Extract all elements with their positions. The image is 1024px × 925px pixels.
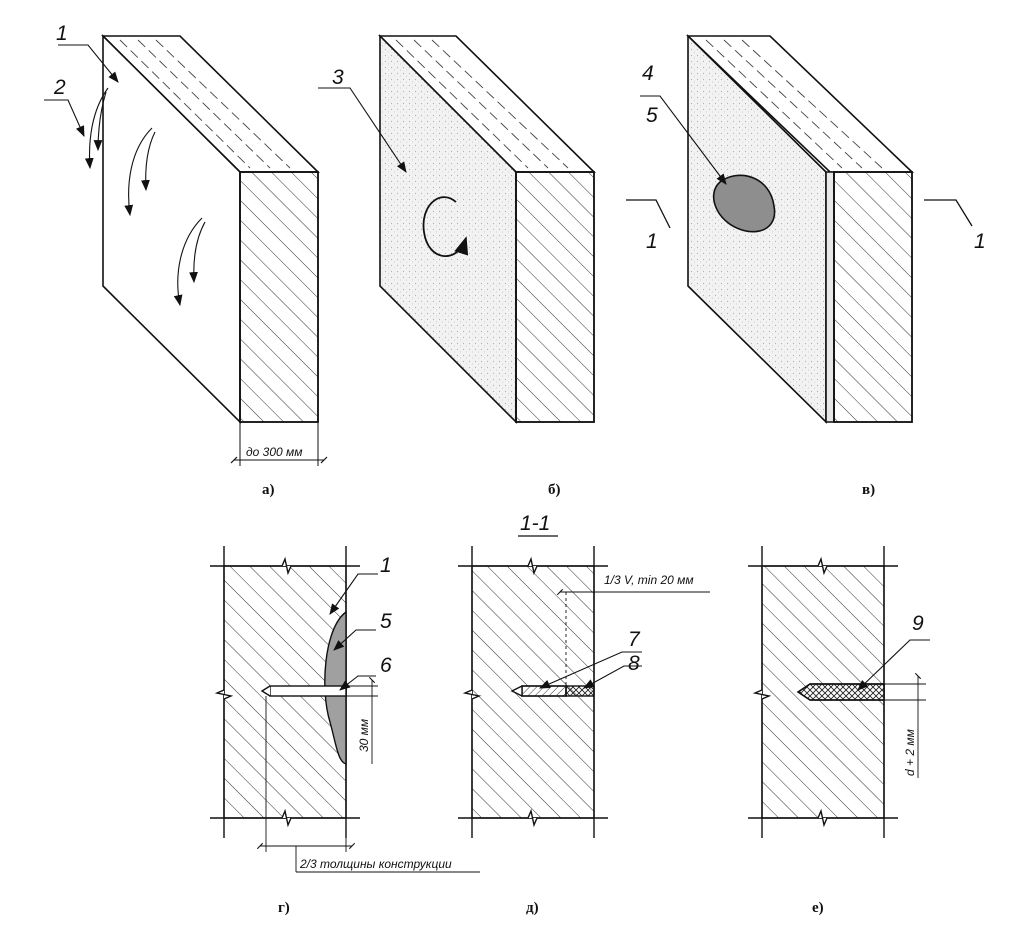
panel-g (210, 546, 480, 873)
callout-d-8: 8 (628, 652, 640, 675)
rotation-arrow (422, 196, 469, 257)
injection-channel (521, 685, 567, 697)
caption-v: в) (862, 482, 875, 498)
plaster-layer (825, 171, 835, 423)
callout-g-6: 6 (380, 654, 392, 677)
caption-g: г) (278, 900, 290, 916)
seal-plug (565, 685, 595, 697)
panel-a-side-face (239, 171, 319, 423)
caption-b: б) (548, 482, 561, 498)
drill-hole-g (269, 685, 347, 697)
dimension-g-30mm: 30 мм (357, 719, 371, 752)
callout-5: 5 (646, 104, 658, 127)
filled-channel (796, 683, 885, 701)
section-title: 1-1 (520, 512, 550, 535)
caption-a: а) (262, 482, 275, 498)
panel-v-side-face (833, 171, 913, 423)
caption-d: д) (526, 900, 539, 916)
callout-g-5: 5 (380, 610, 392, 633)
section-mark-left (626, 199, 671, 229)
dimension-d: 1/3 V, min 20 мм (604, 573, 694, 587)
leak-spot (712, 174, 776, 233)
panel-d (458, 546, 710, 838)
dimension-e: d + 2 мм (903, 729, 917, 776)
section-label-left: 1 (646, 230, 658, 253)
callout-d-7: 7 (628, 628, 641, 651)
callout-e-9: 9 (912, 612, 924, 635)
flow-arrows (84, 87, 206, 307)
panel-a (44, 34, 328, 466)
callout-4: 4 (642, 62, 654, 85)
callout-3: 3 (332, 66, 344, 89)
callout-2: 2 (53, 76, 66, 99)
callout-1: 1 (56, 22, 68, 45)
callout-g-1: 1 (380, 554, 392, 577)
section-label-right: 1 (974, 230, 986, 253)
panel-b (318, 34, 596, 424)
dimension-label-a: до 300 мм (246, 445, 302, 459)
panel-e (748, 546, 930, 838)
panel-a-top-dashes (119, 39, 291, 169)
panel-v (626, 34, 973, 424)
panel-b-side-face (515, 171, 595, 423)
section-mark-right (924, 199, 973, 227)
dimension-g-two-thirds: 2/3 толщины конструкции (299, 857, 452, 871)
caption-e: е) (812, 900, 824, 916)
